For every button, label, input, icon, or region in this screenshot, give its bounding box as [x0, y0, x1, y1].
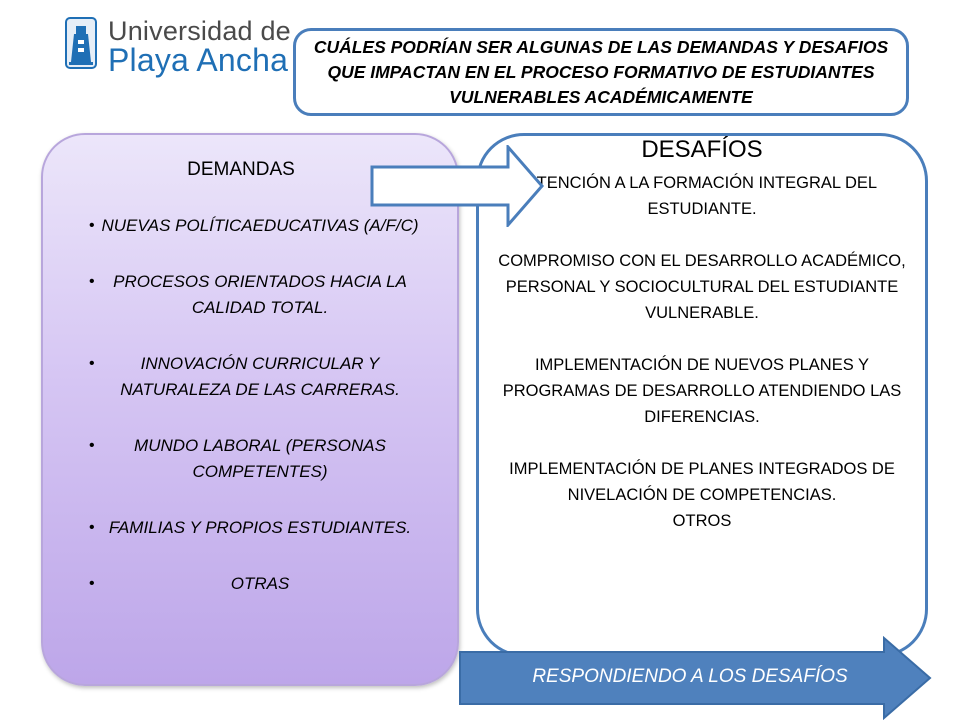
bullet-icon: •	[89, 217, 95, 234]
demanda-item: • MUNDO LABORAL (PERSONAS COMPETENTES)	[81, 433, 427, 485]
desafios-panel: DESAFÍOS ATENCIÓN A LA FORMACIÓN INTEGRA…	[476, 133, 928, 657]
demanda-item: • FAMILIAS Y PROPIOS ESTUDIANTES.	[81, 515, 427, 541]
demandas-panel: DEMANDAS • NUEVAS POLÍTICAEDUCATIVAS (A/F…	[41, 133, 459, 686]
desafio-item: ATENCIÓN A LA FORMACIÓN INTEGRAL DEL EST…	[526, 174, 878, 218]
demanda-item: • NUEVAS POLÍTICAEDUCATIVAS (A/F/C)	[81, 213, 427, 239]
right-arrow-icon	[370, 145, 544, 227]
bullet-icon: •	[89, 437, 95, 454]
desafio-item: IMPLEMENTACIÓN DE NUEVOS PLANES Y PROGRA…	[502, 356, 902, 426]
demanda-text: INNOVACIÓN CURRICULAR Y NATURALEZA DE LA…	[120, 354, 400, 399]
demanda-item: • PROCESOS ORIENTADOS HACIA LA CALIDAD TO…	[81, 269, 427, 321]
bullet-icon: •	[89, 273, 95, 290]
desafio-item: OTROS	[672, 512, 732, 530]
demanda-text: NUEVAS POLÍTICAEDUCATIVAS (A/F/C)	[101, 216, 419, 235]
desafios-list: ATENCIÓN A LA FORMACIÓN INTEGRAL DEL EST…	[493, 170, 911, 534]
logo-line-1: Universidad de	[108, 16, 291, 46]
page-title: CUÁLES PODRÍAN SER ALGUNAS DE LAS DEMAND…	[313, 36, 889, 107]
demandas-heading: DEMANDAS	[187, 159, 295, 180]
demanda-item: • INNOVACIÓN CURRICULAR Y NATURALEZA DE L…	[81, 351, 427, 403]
logo-line-2: Playa Ancha	[108, 42, 289, 78]
demandas-list: • NUEVAS POLÍTICAEDUCATIVAS (A/F/C) • PROC…	[81, 213, 427, 627]
desafios-heading: DESAFÍOS	[641, 136, 763, 163]
demanda-text: PROCESOS ORIENTADOS HACIA LA CALIDAD TOT…	[113, 272, 407, 317]
desafio-item: COMPROMISO CON EL DESARROLLO ACADÉMICO, …	[498, 252, 906, 322]
demanda-text: OTRAS	[230, 574, 290, 593]
demanda-text: FAMILIAS Y PROPIOS ESTUDIANTES.	[108, 518, 412, 537]
university-logo: Universidad de Playa Ancha	[62, 12, 291, 78]
bullet-icon: •	[89, 575, 95, 592]
lighthouse-icon	[65, 17, 97, 69]
desafio-item: IMPLEMENTACIÓN DE PLANES INTEGRADOS DE N…	[509, 460, 895, 504]
title-box: CUÁLES PODRÍAN SER ALGUNAS DE LAS DEMAND…	[293, 28, 909, 116]
demanda-item: • OTRAS	[81, 571, 427, 597]
demanda-text: MUNDO LABORAL (PERSONAS COMPETENTES)	[134, 436, 386, 481]
responding-arrow-icon	[459, 636, 932, 720]
responding-label: RESPONDIENDO A LOS DESAFÍOS	[532, 666, 848, 687]
bullet-icon: •	[89, 355, 95, 372]
bullet-icon: •	[89, 519, 95, 536]
